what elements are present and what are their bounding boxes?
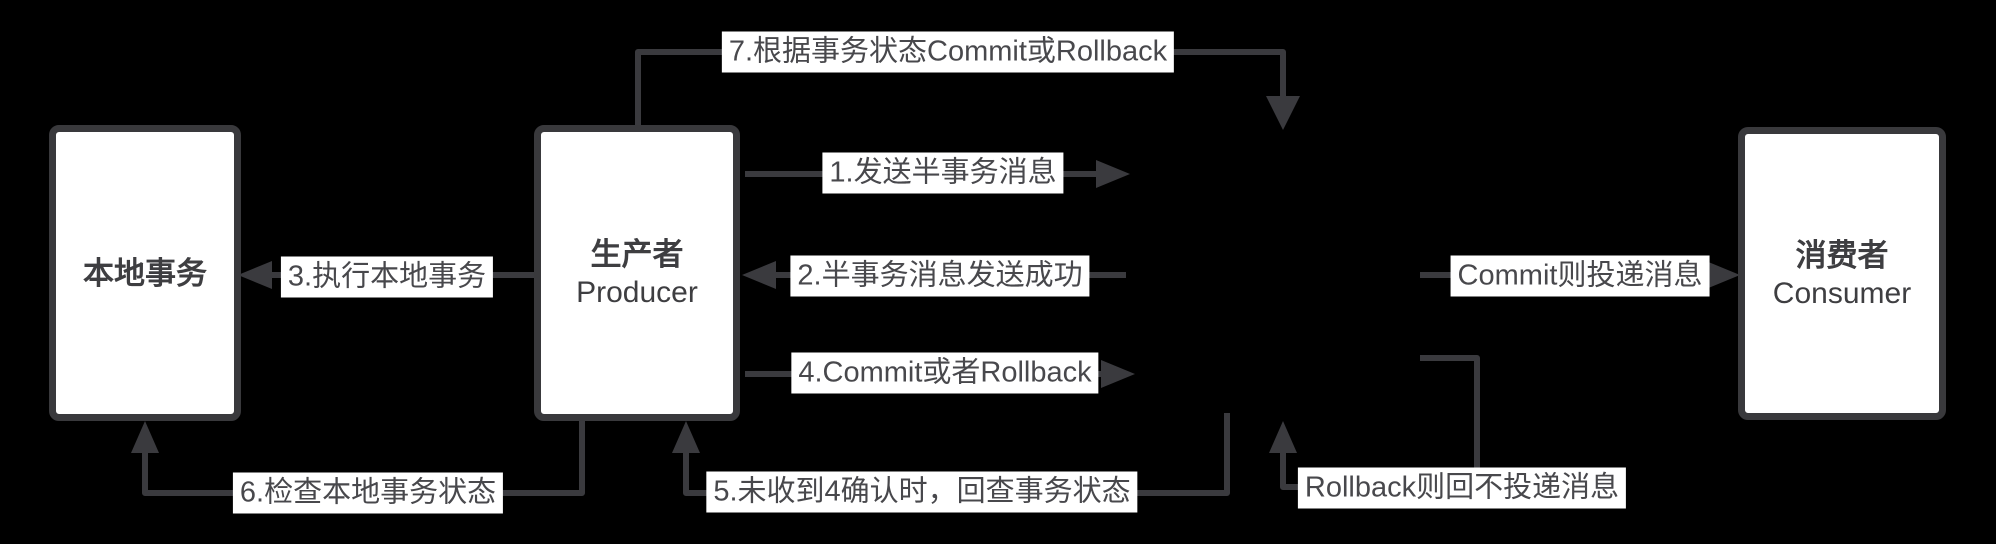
node-producer-title-zh: 生产者 xyxy=(590,237,684,272)
node-consumer-title-zh: 消费者 xyxy=(1795,237,1889,273)
arrowhead-up-step5 xyxy=(672,421,700,453)
node-consumer: 消费者 Consumer xyxy=(1738,127,1946,420)
arrowhead-left-step2 xyxy=(742,261,776,289)
edge-label-step2: 2.半事务消息发送成功 xyxy=(790,255,1090,297)
edge-label-step1: 1.发送半事务消息 xyxy=(822,152,1064,194)
arrowhead-down-step7 xyxy=(1266,96,1300,130)
edge-label-step5: 5.未收到4确认时，回查事务状态 xyxy=(706,471,1138,513)
node-consumer-title-en: Consumer xyxy=(1772,276,1912,310)
edge-label-commit: Commit则投递消息 xyxy=(1450,255,1710,297)
edge-label-step7: 7.根据事务状态Commit或Rollback xyxy=(721,31,1175,73)
node-producer-title-en: Producer xyxy=(576,276,698,309)
arrowhead-up-rollback xyxy=(1269,421,1297,453)
node-local-transaction: 本地事务 xyxy=(49,125,241,421)
node-producer: 生产者 Producer xyxy=(534,125,740,421)
node-local-transaction-title: 本地事务 xyxy=(83,255,207,291)
arrowhead-right-step4 xyxy=(1101,360,1135,388)
arrowhead-left-step3 xyxy=(238,261,272,289)
arrowhead-up-step6 xyxy=(131,421,159,453)
edge-label-step3: 3.执行本地事务 xyxy=(280,256,494,298)
edge-label-rollback: Rollback则回不投递消息 xyxy=(1297,467,1627,509)
arrowhead-right-commit xyxy=(1706,261,1740,289)
edge-label-step6: 6.检查本地事务状态 xyxy=(232,472,504,514)
edge-label-step4: 4.Commit或者Rollback xyxy=(791,352,1099,394)
arrowhead-right-step1 xyxy=(1096,160,1130,188)
